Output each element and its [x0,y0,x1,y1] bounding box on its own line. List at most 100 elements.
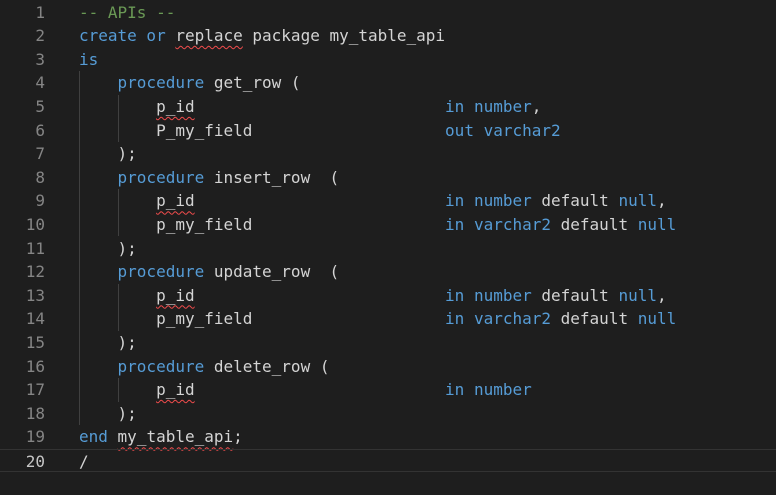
line-code: is [79,48,98,72]
code-line[interactable]: 1-- APIs -- [0,1,776,25]
line-number: 9 [35,191,45,211]
keyword-token: in varchar2 [445,309,552,329]
text-token [108,427,118,446]
indent-guide [118,378,119,402]
line-number: 4 [35,73,45,93]
line-code: ); [79,331,137,355]
line-number: 17 [25,380,45,400]
line-number: 15 [25,332,45,352]
keyword-token: in varchar2 [445,214,552,234]
line-code: p_my_field in varchar2 default null [79,307,676,331]
text-token: default [551,309,638,329]
keyword-token: null [618,285,657,305]
code-line[interactable]: 14 p_my_field in varchar2 default null [0,307,776,331]
code-line[interactable]: 6 P_my_field out varchar2 [0,119,776,143]
line-number: 14 [25,309,45,329]
keyword-token: procedure [117,167,205,187]
keyword-token: procedure [117,262,205,282]
line-number: 11 [25,238,45,258]
code-line[interactable]: 10 p_my_field in varchar2 default null [0,213,776,237]
text-token [79,286,156,305]
current-line[interactable]: 20/ [0,448,776,473]
code-line[interactable]: 17 p_id in number [0,378,776,402]
keyword-token: is [79,49,99,69]
line-code: P_my_field out varchar2 [79,119,561,143]
line-number: 20 [25,451,45,471]
code-line[interactable]: 5 p_id in number, [0,95,776,119]
keyword-token: procedure [117,73,205,93]
text-token: delete_row ( [204,356,330,376]
text-token [195,191,445,210]
text-token: get_row ( [204,73,301,93]
code-line[interactable]: 7 ); [0,142,776,166]
text-token: P_my_field [79,120,446,140]
line-number: 2 [35,26,45,46]
line-code: create or replace package my_table_api [79,24,445,48]
text-token: insert_row ( [204,167,340,187]
line-number: 8 [35,167,45,187]
line-number: 13 [25,285,45,305]
code-line[interactable]: 16 procedure delete_row ( [0,355,776,379]
code-line[interactable]: 9 p_id in number default null, [0,189,776,213]
code-line[interactable]: 4 procedure get_row ( [0,71,776,95]
code-line[interactable]: 8 procedure insert_row ( [0,166,776,190]
text-token [195,380,445,399]
code-line[interactable]: 19 end my_table_api; [0,425,776,449]
keyword-token: procedure [117,356,205,376]
code-line[interactable]: 2 create or replace package my_table_api [0,24,776,48]
spellcheck-flagged-token: p_id [156,96,195,116]
code-line[interactable]: 18 ); [0,402,776,426]
line-number: 19 [25,427,45,447]
text-token: , [656,285,667,305]
text-token: ); [79,144,137,164]
line-number: 5 [35,96,45,116]
line-code: procedure delete_row ( [79,355,330,379]
line-code: procedure get_row ( [79,71,301,95]
keyword-token: create or [79,26,176,46]
line-code: ); [79,237,137,261]
line-code: end my_table_api; [79,425,243,449]
text-token [79,97,156,116]
line-code: -- APIs -- [79,1,175,25]
text-token [79,357,118,376]
line-code: ); [79,402,137,426]
keyword-token: in number [445,380,532,400]
line-number: 6 [35,120,45,140]
text-token: ); [79,238,137,258]
code-line[interactable]: 15 ); [0,331,776,355]
code-line[interactable]: 12 procedure update_row ( [0,260,776,284]
line-code: ); [79,142,137,166]
indent-guide [118,94,119,143]
line-code: p_id in number, [79,95,541,119]
text-token: , [656,191,667,211]
line-code: p_id in number [79,378,532,402]
code-line[interactable]: 13 p_id in number default null, [0,284,776,308]
text-token: ); [79,403,137,423]
keyword-token: in number [445,96,532,116]
spellcheck-flagged-token: p_id [156,285,195,305]
text-token [79,168,118,187]
text-token: p_my_field [79,214,446,234]
text-token: default [531,191,619,211]
keyword-token: in number [445,285,532,305]
text-token [195,97,445,116]
text-token: package my_table_api [242,26,446,46]
keyword-token: end [79,427,108,447]
line-number: 10 [25,214,45,234]
spellcheck-flagged-token: p_id [156,191,195,211]
text-token: update_row ( [204,262,340,282]
text-token [79,380,156,399]
spellcheck-flagged-token: my_table_api [117,427,234,447]
text-token: default [531,285,619,305]
line-number: 18 [25,403,45,423]
keyword-token: in number [445,191,532,211]
line-number: 12 [25,262,45,282]
text-token [79,262,118,281]
keyword-token: null [618,191,657,211]
indent-guide [118,283,119,331]
line-code: p_id in number default null, [79,189,667,213]
text-token: p_my_field [79,309,446,329]
code-line[interactable]: 11 ); [0,237,776,261]
